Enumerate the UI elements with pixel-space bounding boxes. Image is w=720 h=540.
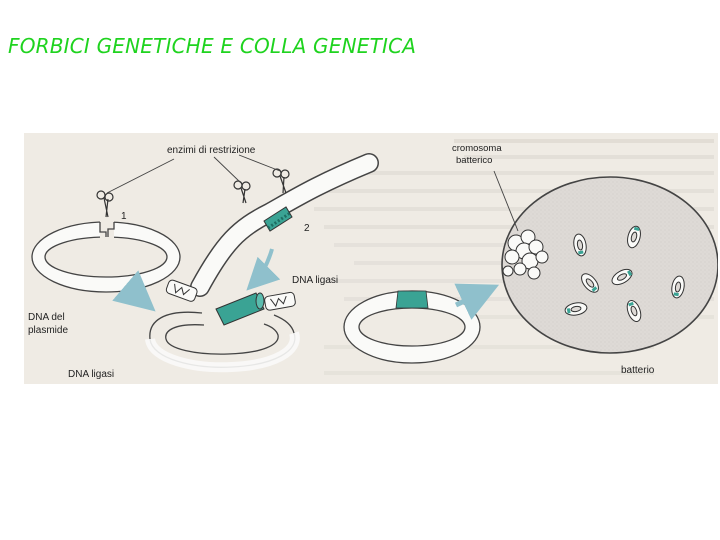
step-2-label: 2 xyxy=(304,223,310,234)
restriction-enzymes-label: enzimi di restrizione xyxy=(167,145,256,156)
ligase-enzyme-icon xyxy=(165,279,198,302)
chromosome-dna-strand xyxy=(190,153,379,297)
plasmid-recombinant xyxy=(343,290,481,364)
scissors-icon xyxy=(96,190,114,218)
enzyme-leader-lines xyxy=(106,154,281,194)
chromosome-label-line2: batterico xyxy=(456,155,492,166)
ligase-label-bottom: DNA ligasi xyxy=(68,369,114,380)
figure-svg: 1 enzimi di restrizione 2 DNA ligasi xyxy=(24,133,718,384)
plasmid-dna-label-line1: DNA del xyxy=(28,312,65,323)
scissors-icon xyxy=(233,180,251,204)
plasmid-left xyxy=(31,221,181,293)
arrow-plasmid-to-insertion xyxy=(112,270,156,312)
scissors-icon xyxy=(272,168,290,194)
page-title: FORBICI GENETICHE E COLLA GENETICA xyxy=(8,34,417,58)
bacterium-label: batterio xyxy=(621,365,655,376)
bacterial-chromosome xyxy=(502,229,549,280)
arrow-insert-gene xyxy=(246,248,281,291)
arrow-to-bacterium xyxy=(454,283,500,320)
ligase-enzyme-icon xyxy=(264,291,296,311)
plasmid-dna-label-line2: plasmide xyxy=(28,325,68,336)
step-1-label: 1 xyxy=(121,211,127,222)
recombinant-plasmids xyxy=(564,225,685,323)
plasmid-opened xyxy=(145,311,300,373)
bacterium-cell xyxy=(501,176,718,354)
ligase-label-top: DNA ligasi xyxy=(292,275,338,286)
chromosome-label-line1: cromosoma xyxy=(452,143,502,154)
chromosome-leader-line xyxy=(493,170,519,232)
gene-insert xyxy=(215,292,265,326)
genetic-engineering-figure: 1 enzimi di restrizione 2 DNA ligasi xyxy=(24,133,718,384)
